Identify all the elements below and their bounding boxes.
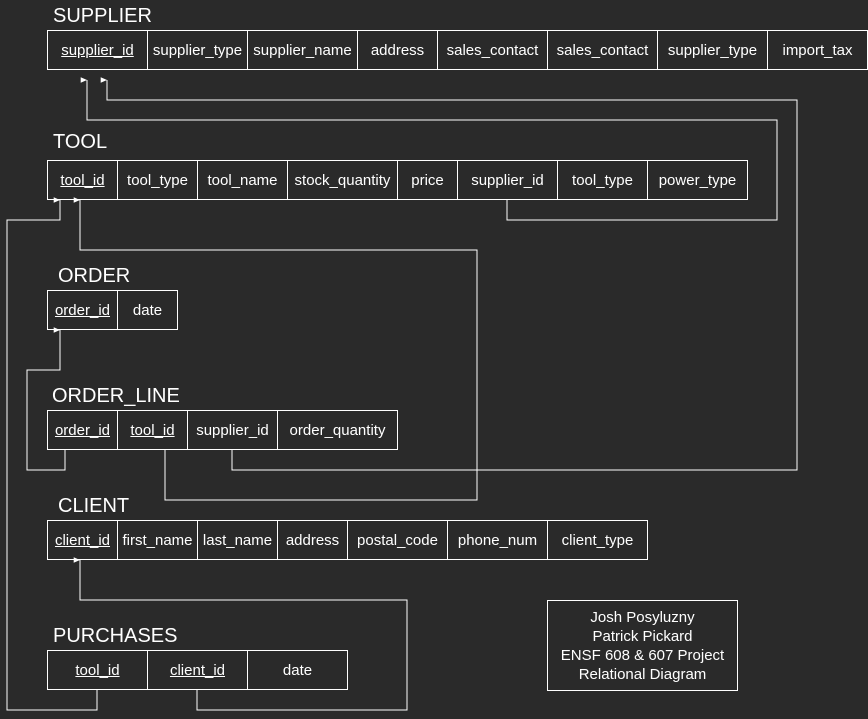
tool-col-supplier-id: supplier_id: [457, 160, 558, 200]
order-line-col-order-id: order_id: [47, 410, 118, 450]
tool-col-price: price: [397, 160, 458, 200]
order-line-table: order_id tool_id supplier_id order_quant…: [47, 410, 398, 450]
tool-col-tool-type-2: tool_type: [557, 160, 648, 200]
supplier-table-title: SUPPLIER: [53, 5, 152, 27]
tool-col-tool-id: tool_id: [47, 160, 118, 200]
fk-orderline-order-line: [26, 327, 66, 471]
fk-orderline-tool-line: [73, 197, 478, 501]
order-line-col-tool-id: tool_id: [117, 410, 188, 450]
credits-note: Josh Posyluzny Patrick Pickard ENSF 608 …: [547, 600, 738, 691]
purchases-col-client-id: client_id: [147, 650, 248, 690]
order-table: order_id date: [47, 290, 178, 330]
supplier-col-supplier-id: supplier_id: [47, 30, 148, 70]
fk-tool-supplier-line: [80, 77, 778, 221]
supplier-table: supplier_id supplier_type supplier_name …: [47, 30, 868, 70]
tool-col-stock-quantity: stock_quantity: [287, 160, 398, 200]
supplier-col-sales-contact-2: sales_contact: [547, 30, 658, 70]
tool-table: tool_id tool_type tool_name stock_quanti…: [47, 160, 748, 200]
purchases-table: tool_id client_id date: [47, 650, 348, 690]
supplier-col-sales-contact: sales_contact: [437, 30, 548, 70]
tool-table-title: TOOL: [53, 131, 108, 153]
order-line-col-order-quantity: order_quantity: [277, 410, 398, 450]
purchases-col-tool-id: tool_id: [47, 650, 148, 690]
credits-line-course: ENSF 608 & 607 Project: [560, 646, 725, 664]
client-col-first-name: first_name: [117, 520, 198, 560]
order-line-col-supplier-id: supplier_id: [187, 410, 278, 450]
credits-line-author-2: Patrick Pickard: [592, 627, 693, 645]
purchases-col-date: date: [247, 650, 348, 690]
fk-orderline-supplier-line: [100, 77, 798, 471]
supplier-col-import-tax: import_tax: [767, 30, 868, 70]
client-col-address: address: [277, 520, 348, 560]
order-line-table-title: ORDER_LINE: [52, 385, 180, 407]
supplier-col-supplier-name: supplier_name: [247, 30, 358, 70]
tool-col-tool-type: tool_type: [117, 160, 198, 200]
order-col-order-id: order_id: [47, 290, 118, 330]
credits-line-author-1: Josh Posyluzny: [590, 608, 695, 626]
client-table: client_id first_name last_name address p…: [47, 520, 648, 560]
client-col-postal-code: postal_code: [347, 520, 448, 560]
client-col-client-id: client_id: [47, 520, 118, 560]
fk-purchases-tool-line: [6, 197, 98, 711]
fk-purchases-client-line: [73, 557, 408, 711]
order-table-title: ORDER: [58, 265, 131, 287]
supplier-col-address: address: [357, 30, 438, 70]
tool-col-tool-name: tool_name: [197, 160, 288, 200]
supplier-col-supplier-type: supplier_type: [147, 30, 248, 70]
client-col-phone-num: phone_num: [447, 520, 548, 560]
credits-line-diagram-type: Relational Diagram: [578, 665, 707, 683]
supplier-col-supplier-type-2: supplier_type: [657, 30, 768, 70]
purchases-table-title: PURCHASES: [53, 625, 178, 647]
tool-col-power-type: power_type: [647, 160, 748, 200]
order-col-date: date: [117, 290, 178, 330]
client-col-client-type: client_type: [547, 520, 648, 560]
client-col-last-name: last_name: [197, 520, 278, 560]
client-table-title: CLIENT: [58, 495, 130, 517]
